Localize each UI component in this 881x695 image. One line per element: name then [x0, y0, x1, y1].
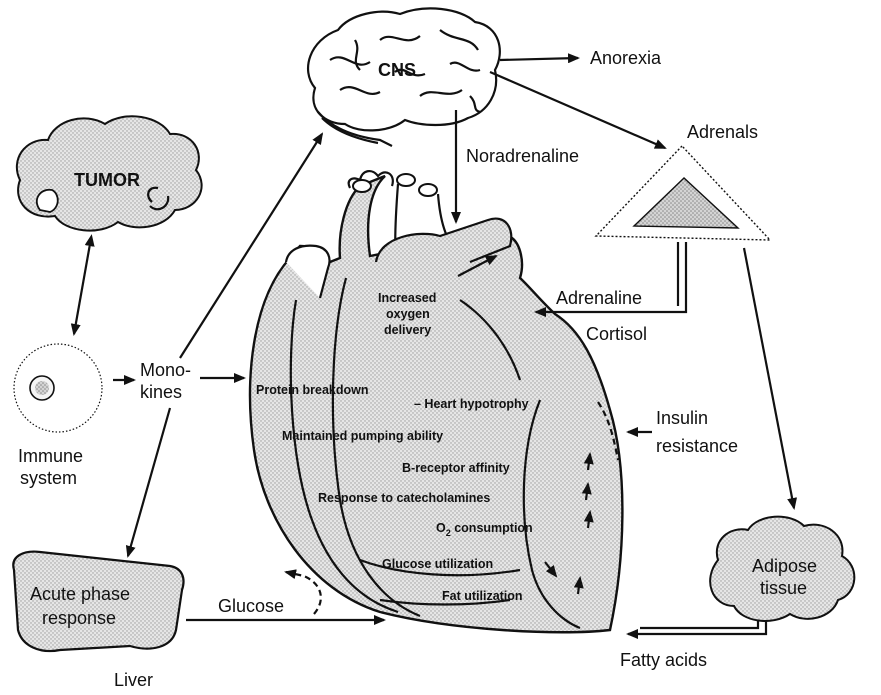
noradrenaline-label: Noradrenaline — [466, 146, 579, 166]
adrenals-label: Adrenals — [687, 122, 758, 142]
effect-oxygen-line1: Increased — [378, 291, 436, 305]
effect-glucose-utilization: Glucose utilization — [382, 557, 493, 571]
brain-cns: CNS — [308, 8, 500, 146]
immune-cell — [14, 344, 102, 432]
insulin-label-line1: Insulin — [656, 408, 708, 428]
cns-label: CNS — [378, 60, 416, 80]
glucose-dashed-arrow — [286, 572, 321, 614]
effect-pumping-ability: Maintained pumping ability — [282, 429, 443, 443]
tumor-label: TUMOR — [74, 170, 140, 190]
cns-to-adrenals-arrow — [490, 72, 665, 148]
cns-to-anorexia-arrow — [500, 58, 578, 60]
effect-heart-hypotrophy: – Heart hypotrophy — [414, 397, 529, 411]
anorexia-label: Anorexia — [590, 48, 662, 68]
adrenaline-label: Adrenaline — [556, 288, 642, 308]
cortisol-label: Cortisol — [586, 324, 647, 344]
adipose-label-line1: Adipose — [752, 556, 817, 576]
effect-fat-utilization: Fat utilization — [442, 589, 523, 603]
monokines-label-line2: kines — [140, 382, 182, 402]
glucose-label: Glucose — [218, 596, 284, 616]
effect-protein-breakdown: Protein breakdown — [256, 383, 369, 397]
tumor-immune-arrow — [74, 244, 90, 334]
acute-phase-label-line1: Acute phase — [30, 584, 130, 604]
effect-oxygen-line2: oxygen — [386, 307, 430, 321]
adrenal-gland — [596, 146, 770, 240]
liver-label: Liver — [114, 670, 153, 690]
immune-label-line2: system — [20, 468, 77, 488]
effect-receptor-affinity: B-receptor affinity — [402, 461, 510, 475]
monokines-to-liver-arrow — [128, 408, 170, 556]
acute-phase-label-line2: response — [42, 608, 116, 628]
monokines-label-line1: Mono- — [140, 360, 191, 380]
immune-label-line1: Immune — [18, 446, 83, 466]
adipose-label-line2: tissue — [760, 578, 807, 598]
effect-oxygen-line3: delivery — [384, 323, 431, 337]
tumor: TUMOR — [17, 116, 202, 230]
adrenals-to-adipose-arrow — [744, 248, 794, 508]
effect-catecholamines: Response to catecholamines — [318, 491, 490, 505]
insulin-label-line2: resistance — [656, 436, 738, 456]
fatty-acids-label: Fatty acids — [620, 650, 707, 670]
